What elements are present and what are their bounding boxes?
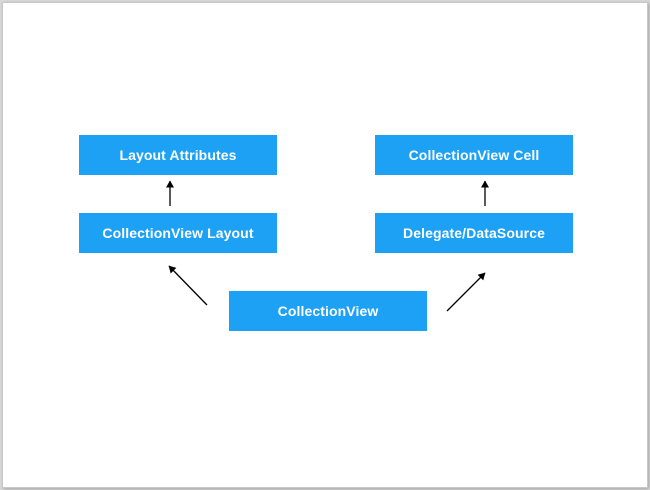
node-collectionview-layout: CollectionView Layout bbox=[79, 213, 277, 253]
node-collectionview-cell: CollectionView Cell bbox=[375, 135, 573, 175]
node-layout-attributes: Layout Attributes bbox=[79, 135, 277, 175]
arrow-collectionview-to-layout bbox=[168, 265, 208, 306]
node-delegate-datasource: Delegate/DataSource bbox=[375, 213, 573, 253]
node-collectionview: CollectionView bbox=[229, 291, 427, 331]
arrow-collectionview-to-delegate bbox=[446, 272, 486, 312]
